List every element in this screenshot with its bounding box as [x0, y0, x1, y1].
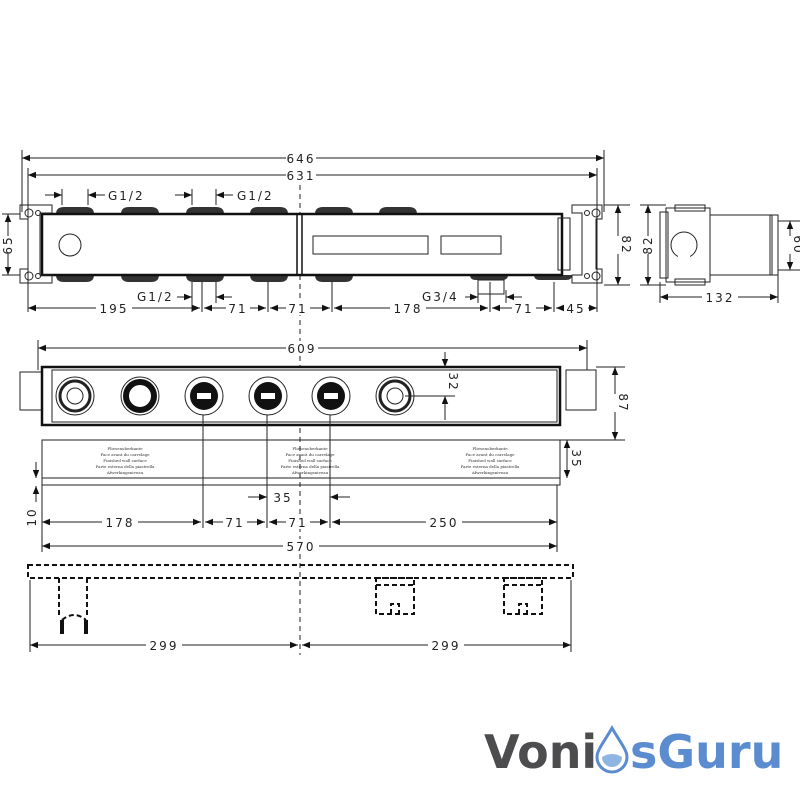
dim-g12-top-1: G1/2 — [108, 189, 145, 203]
strip-text: Fliesenoberkante — [107, 446, 143, 451]
plan-view: 299 299 — [27, 564, 574, 653]
dim-250: 250 — [430, 516, 459, 530]
dim-71: 71 — [288, 302, 307, 316]
strip-text: Finished wall surface — [468, 458, 512, 463]
strip-text: Finished wall surface — [288, 458, 332, 463]
dim-646: 646 — [287, 152, 316, 166]
strip-text: Parte esterna della piastrella — [96, 464, 155, 469]
dim-299-left: 299 — [150, 639, 179, 653]
dim-45: 45 — [566, 302, 585, 316]
strip-text: Face avant du carrelage — [465, 452, 515, 457]
strip-text: Afwerkingsniveau — [106, 470, 144, 475]
dim-32: 32 — [446, 372, 460, 391]
front-view: 609 32 87 Fliesenoberkante Face avant du… — [19, 340, 630, 554]
strip-text: Fliesenoberkante — [292, 446, 328, 451]
button-window — [312, 235, 429, 255]
strip-text: Face avant du carrelage — [100, 452, 150, 457]
mounting-bracket-right — [571, 204, 603, 284]
dim-71: 71 — [228, 302, 247, 316]
button-window — [440, 235, 502, 255]
dim-65: 65 — [1, 235, 15, 254]
logo-text-sguru: sGuru — [630, 725, 783, 779]
mounting-bracket-left — [19, 204, 53, 284]
dim-570: 570 — [287, 540, 316, 554]
dim-82-top: 82 — [619, 235, 633, 254]
dim-87: 87 — [616, 393, 630, 412]
dim-35-horizontal: 35 — [273, 491, 292, 505]
top-view: 646 631 G1/2 G1/2 65 82 G1/2 G3 — [0, 150, 633, 316]
strip-text: Afwerkingsniveau — [291, 470, 329, 475]
dim-71: 71 — [514, 302, 533, 316]
dim-631: 631 — [287, 169, 316, 183]
dim-71: 71 — [288, 516, 307, 530]
water-drop-icon — [595, 724, 629, 774]
dim-10: 10 — [25, 507, 39, 526]
dim-609: 609 — [288, 342, 317, 356]
dim-195: 195 — [100, 302, 129, 316]
round-control-icon — [58, 233, 82, 257]
strip-text: Face avant du carrelage — [285, 452, 335, 457]
dim-g12-top-2: G1/2 — [237, 189, 274, 203]
dim-299-right: 299 — [432, 639, 461, 653]
strip-text: Afwerkingsniveau — [471, 470, 509, 475]
side-view: 82 60 132 — [640, 204, 800, 305]
dim-35-vertical: 35 — [569, 449, 583, 468]
dim-g12-bottom: G1/2 — [137, 290, 174, 304]
voniosguru-logo: Voni sGuru — [484, 724, 783, 779]
dim-178: 178 — [106, 516, 135, 530]
strip-text: Parte esterna della piastrella — [461, 464, 520, 469]
strip-text: Parte esterna della piastrella — [281, 464, 340, 469]
dim-132: 132 — [706, 291, 735, 305]
outlet-circles — [55, 376, 415, 416]
strip-text: Fliesenoberkante — [472, 446, 508, 451]
dim-82-side: 82 — [641, 235, 655, 254]
strip-text: Finished wall surface — [103, 458, 147, 463]
logo-text-voni: Voni — [484, 725, 597, 779]
dim-g34: G3/4 — [422, 290, 459, 304]
dim-71: 71 — [225, 516, 244, 530]
dim-60: 60 — [791, 235, 800, 254]
dim-178: 178 — [394, 302, 423, 316]
